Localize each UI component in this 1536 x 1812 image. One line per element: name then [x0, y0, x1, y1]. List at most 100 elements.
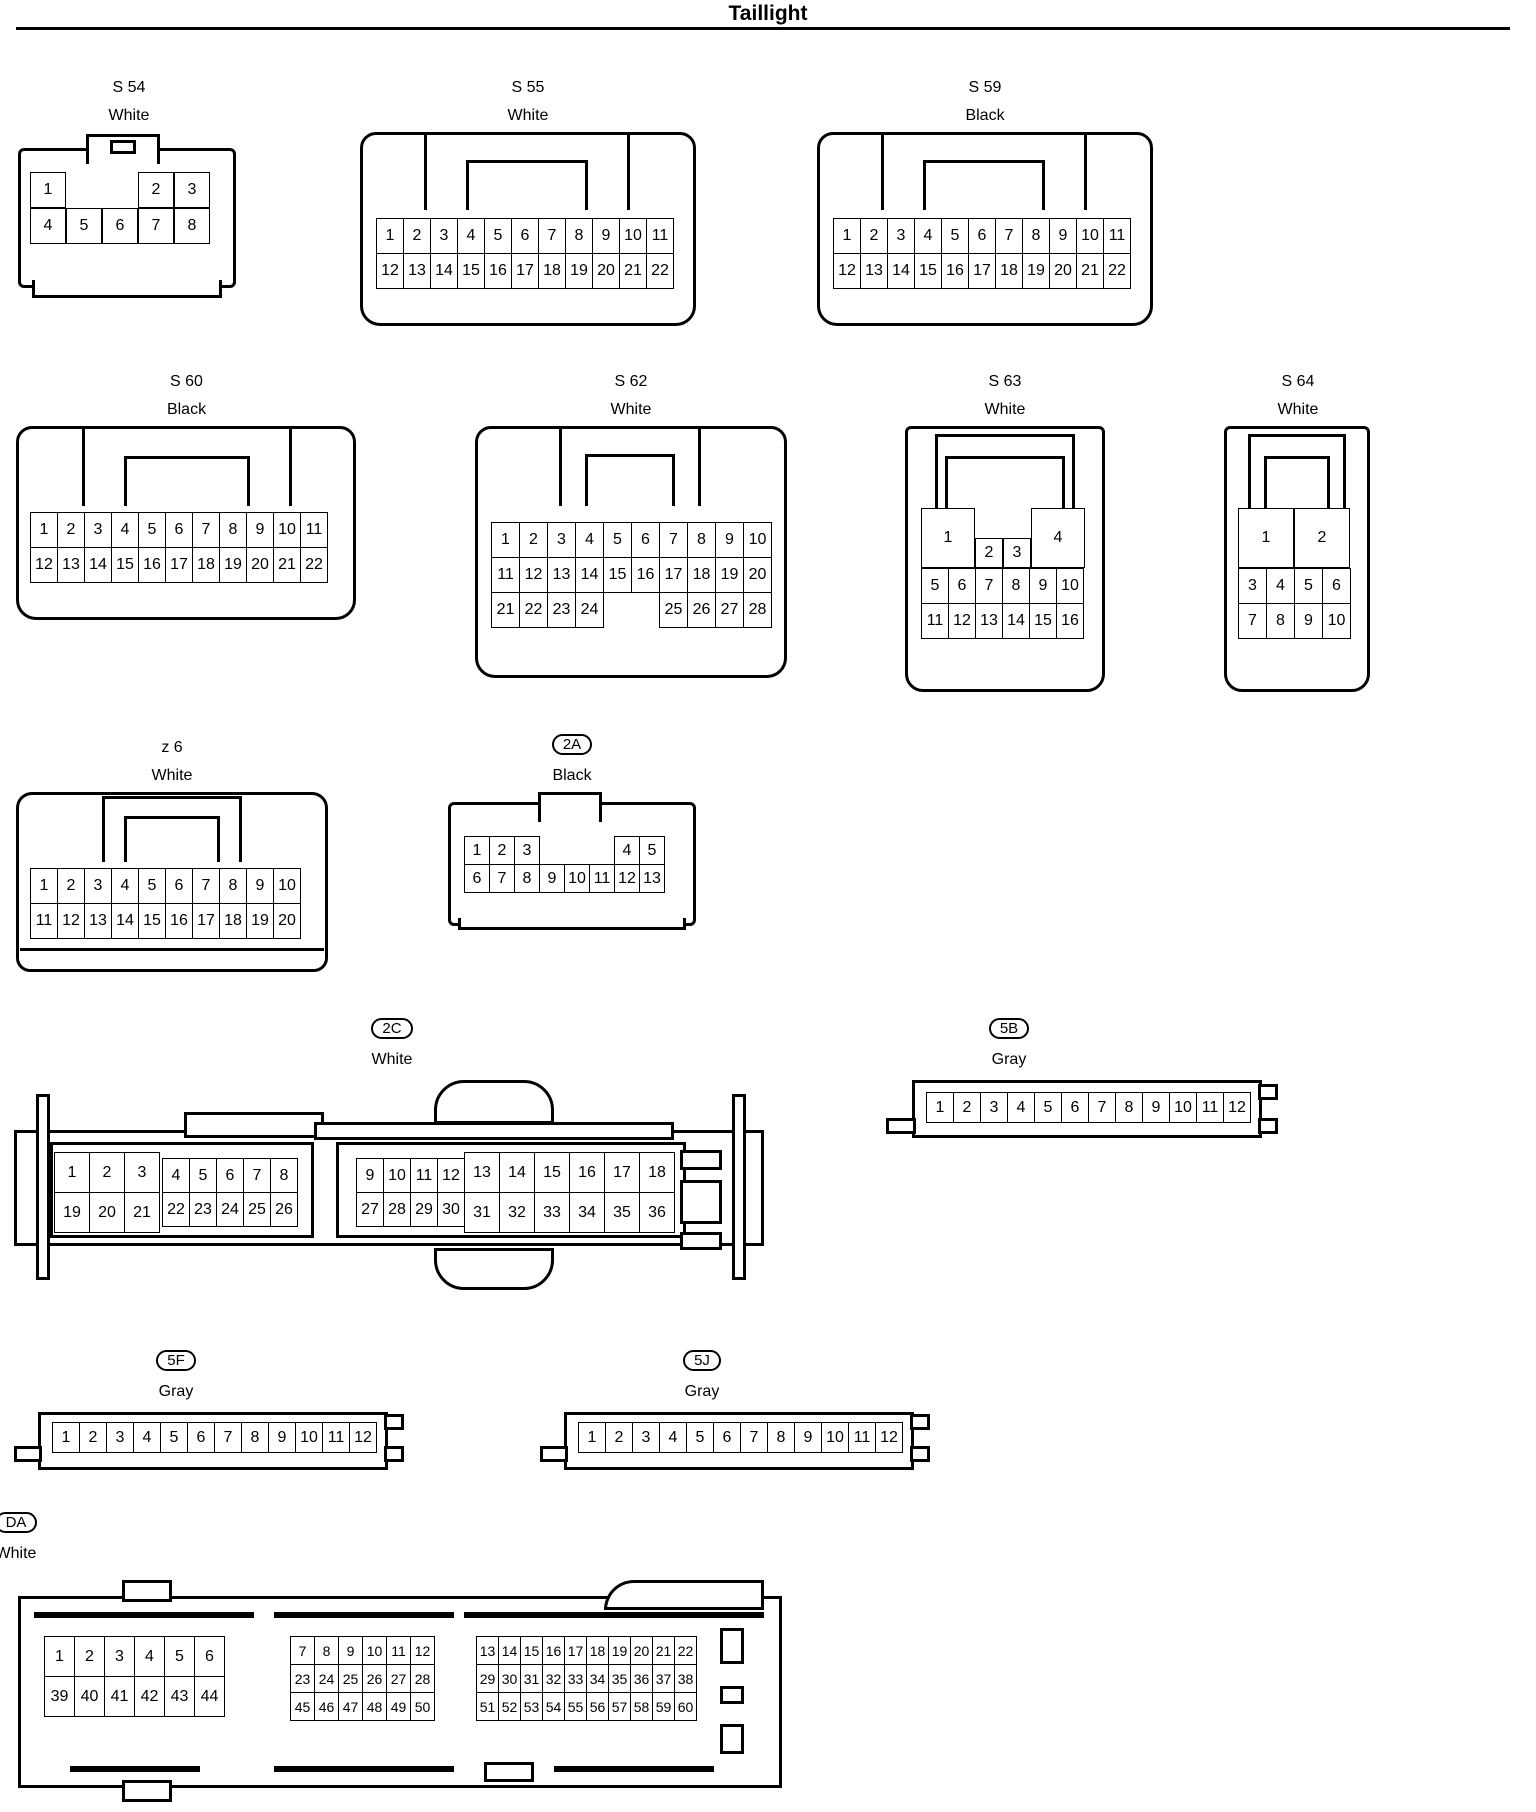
- pin-4: 4: [1031, 508, 1085, 568]
- pin-56: 56: [586, 1692, 609, 1721]
- connector-color: White: [108, 107, 150, 124]
- pin-9: 9: [1294, 603, 1323, 639]
- pin-1: 1: [926, 1092, 954, 1123]
- pin-8: 8: [1002, 568, 1030, 604]
- pin-37: 37: [652, 1664, 675, 1693]
- pin-1: 1: [44, 1636, 75, 1677]
- pin-36: 36: [630, 1664, 653, 1693]
- connector-color: Black: [965, 107, 1005, 124]
- pin-13: 13: [476, 1636, 499, 1665]
- pin-9: 9: [592, 218, 620, 254]
- pin-11: 11: [30, 903, 58, 939]
- pin-7: 7: [1238, 603, 1267, 639]
- pin-43: 43: [164, 1676, 195, 1717]
- pin-1: 1: [30, 172, 66, 208]
- pin-18: 18: [219, 903, 247, 939]
- pin-22: 22: [519, 592, 548, 628]
- connector-color: White: [371, 1051, 413, 1068]
- pin-7: 7: [243, 1158, 271, 1193]
- pin-1: 1: [921, 508, 975, 568]
- pin-8: 8: [314, 1636, 339, 1665]
- pin-46: 46: [314, 1692, 339, 1721]
- pin-32: 32: [499, 1192, 535, 1233]
- pin-1: 1: [52, 1422, 80, 1453]
- pin-11: 11: [410, 1158, 438, 1193]
- pin-23: 23: [547, 592, 576, 628]
- pin-8: 8: [270, 1158, 298, 1193]
- pin-11: 11: [921, 603, 949, 639]
- pin-32: 32: [542, 1664, 565, 1693]
- pin-36: 36: [639, 1192, 675, 1233]
- connector-color: Gray: [991, 1051, 1027, 1068]
- pin-8: 8: [514, 864, 540, 893]
- connector-id: 5B: [804, 1018, 1214, 1039]
- pin-20: 20: [246, 547, 274, 583]
- pin-21: 21: [1076, 253, 1104, 289]
- pin-26: 26: [270, 1192, 298, 1227]
- pin-1: 1: [578, 1422, 606, 1453]
- pin-11: 11: [1196, 1092, 1224, 1123]
- pin-15: 15: [457, 253, 485, 289]
- pin-7: 7: [995, 218, 1023, 254]
- pin-15: 15: [603, 557, 632, 593]
- pin-4: 4: [457, 218, 485, 254]
- connector-id: S 64: [1281, 373, 1315, 390]
- pin-16: 16: [165, 903, 193, 939]
- connector-id-oval: 2A: [551, 734, 593, 755]
- connector-id: S 55: [511, 79, 545, 96]
- pin-29: 29: [476, 1664, 499, 1693]
- pin-4: 4: [575, 522, 604, 558]
- pin-21: 21: [491, 592, 520, 628]
- connector-color: Gray: [684, 1383, 720, 1400]
- pin-6: 6: [1061, 1092, 1089, 1123]
- pin-5: 5: [164, 1636, 195, 1677]
- pin-8: 8: [767, 1422, 795, 1453]
- pin-10: 10: [619, 218, 647, 254]
- pin-6: 6: [165, 512, 193, 548]
- pin-11: 11: [1103, 218, 1131, 254]
- pin-9: 9: [1049, 218, 1077, 254]
- pin-19: 19: [715, 557, 744, 593]
- pin-13: 13: [975, 603, 1003, 639]
- pin-10: 10: [564, 864, 590, 893]
- pin-13: 13: [860, 253, 888, 289]
- pin-17: 17: [165, 547, 193, 583]
- pin-22: 22: [646, 253, 674, 289]
- pin-5: 5: [603, 522, 632, 558]
- pin-9: 9: [338, 1636, 363, 1665]
- pin-6: 6: [631, 522, 660, 558]
- pin-4: 4: [614, 836, 640, 865]
- pin-5: 5: [686, 1422, 714, 1453]
- pin-28: 28: [383, 1192, 411, 1227]
- pin-41: 41: [104, 1676, 135, 1717]
- connector-color: White: [610, 401, 652, 418]
- pin-6: 6: [216, 1158, 244, 1193]
- pin-22: 22: [1103, 253, 1131, 289]
- pin-39: 39: [44, 1676, 75, 1717]
- pin-4: 4: [111, 868, 139, 904]
- pin-1: 1: [30, 512, 58, 548]
- pin-12: 12: [519, 557, 548, 593]
- connector-id-oval: 5B: [988, 1018, 1030, 1039]
- connector-color: White: [1277, 401, 1319, 418]
- pin-12: 12: [948, 603, 976, 639]
- connector-id-oval: DA: [0, 1512, 38, 1533]
- pin-20: 20: [592, 253, 620, 289]
- pin-8: 8: [1022, 218, 1050, 254]
- pin-7: 7: [214, 1422, 242, 1453]
- pin-15: 15: [111, 547, 139, 583]
- pin-7: 7: [192, 512, 220, 548]
- pin-4: 4: [111, 512, 139, 548]
- pin-7: 7: [975, 568, 1003, 604]
- pin-7: 7: [659, 522, 688, 558]
- pin-9: 9: [356, 1158, 384, 1193]
- pin-8: 8: [174, 208, 210, 244]
- pin-10: 10: [1056, 568, 1084, 604]
- pin-19: 19: [565, 253, 593, 289]
- pin-52: 52: [498, 1692, 521, 1721]
